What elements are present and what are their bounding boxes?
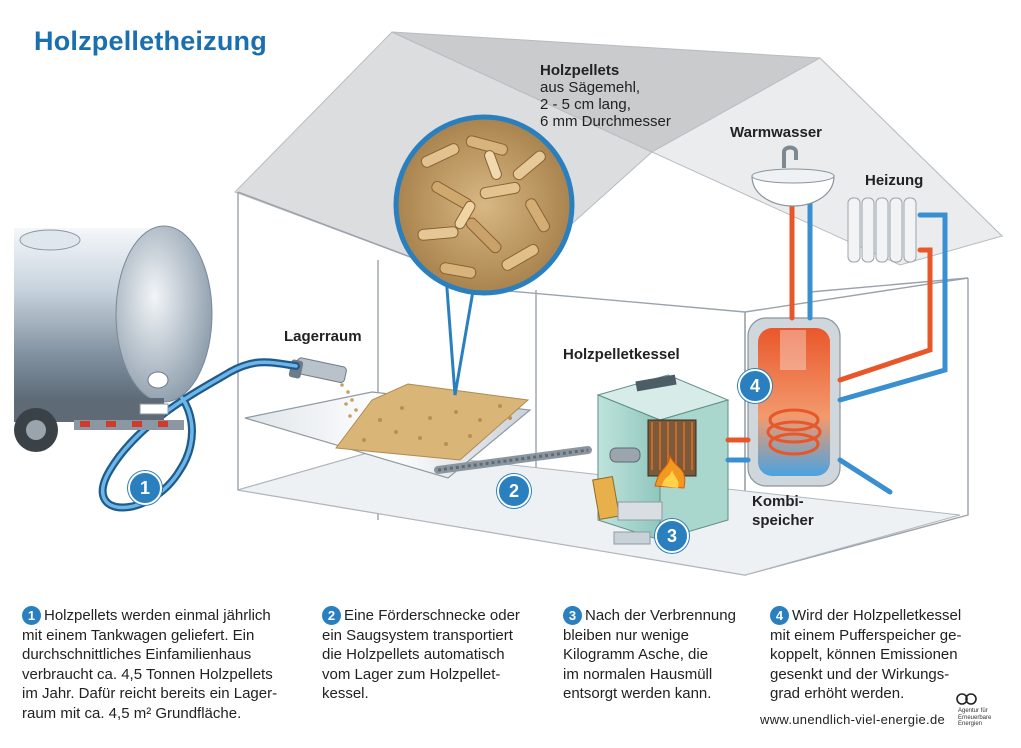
caption-line: im normalen Hausmüll bbox=[563, 665, 713, 683]
step-badge-1: 1 bbox=[128, 471, 162, 505]
tanker-truck bbox=[14, 225, 213, 452]
step-badge-3: 3 bbox=[655, 519, 689, 553]
conveyor-screw bbox=[434, 446, 592, 474]
label-lagerraum: Lagerraum bbox=[284, 328, 362, 345]
pellet-info-line: 2 - 5 cm lang, bbox=[540, 96, 631, 113]
pellet-info-line: aus Sägemehl, bbox=[540, 79, 641, 96]
caption-line: die Holzpellets automatisch bbox=[322, 646, 505, 663]
label-heizung: Heizung bbox=[865, 172, 924, 189]
caption-line: raum mit ca. 4,5 m² Grundfläche. bbox=[22, 704, 242, 722]
caption-line: mit einem Pufferspeicher ge- bbox=[770, 626, 962, 644]
pellet-info-line: 6 mm Durchmesser bbox=[540, 113, 671, 130]
caption-line: bleiben nur wenige bbox=[563, 626, 689, 644]
caption-number: 4 bbox=[770, 606, 789, 625]
pellet-closeup bbox=[417, 135, 550, 279]
kombi-tank bbox=[747, 317, 841, 487]
falling-pellets bbox=[340, 383, 358, 418]
caption-line: mit einem Tankwagen geliefert. Ein bbox=[22, 626, 255, 644]
label-kombispeicher: Kombi- speicher bbox=[752, 492, 814, 530]
logo-line: Erneuerbare bbox=[958, 714, 992, 721]
step-badge-4: 4 bbox=[738, 369, 772, 403]
caption-line: durchschnittliches Einfamilienhaus bbox=[22, 646, 252, 663]
page-title: Holzpelletheizung bbox=[34, 26, 267, 56]
aee-logo-icon bbox=[956, 693, 977, 705]
logo-line: Energien bbox=[958, 721, 983, 727]
caption-line: im Jahr. Dafür reicht bereits ein Lager- bbox=[22, 685, 278, 702]
caption-line: grad erhöht werden. bbox=[770, 685, 905, 702]
label-kombispeicher-line1: Kombi- bbox=[752, 493, 804, 510]
label-kessel: Holzpelletkessel bbox=[563, 346, 680, 363]
caption-line: ein Saugsystem transportiert bbox=[322, 626, 513, 644]
pellet-info: Holzpellets aus Sägemehl, 2 - 5 cm lang,… bbox=[540, 62, 671, 130]
caption-line: Wird der Holzpelletkessel bbox=[792, 607, 962, 624]
logo-line: Agentur für bbox=[958, 708, 988, 714]
caption-line: kessel. bbox=[322, 685, 369, 702]
pellet-heap-texture bbox=[362, 404, 512, 446]
caption-line: Eine Förderschnecke oder bbox=[344, 607, 520, 624]
caption-number: 3 bbox=[563, 606, 582, 625]
pellet-heap bbox=[335, 383, 530, 461]
caption-number: 2 bbox=[322, 606, 341, 625]
pellet-boiler bbox=[592, 374, 730, 545]
label-warmwasser: Warmwasser bbox=[730, 124, 822, 141]
caption-number: 1 bbox=[22, 606, 41, 625]
caption-line: verbraucht ca. 4,5 Tonnen Holzpellets bbox=[22, 665, 273, 683]
sink bbox=[751, 145, 835, 207]
pellet-info-heading: Holzpellets bbox=[540, 62, 620, 79]
fill-nozzle bbox=[288, 357, 347, 383]
radiator bbox=[847, 197, 917, 263]
label-kombispeicher-line2: speicher bbox=[752, 512, 814, 529]
source-url: www.unendlich-viel-energie.de bbox=[760, 712, 946, 727]
illustration bbox=[14, 31, 1004, 576]
step-badge-2: 2 bbox=[497, 474, 531, 508]
caption-line: Nach der Verbrennung bbox=[585, 607, 736, 624]
caption-line: vom Lager zum Holzpellet- bbox=[322, 665, 501, 683]
caption-line: entsorgt werden kann. bbox=[563, 685, 712, 702]
aee-logo-text: Agentur für Erneuerbare Energien bbox=[958, 708, 991, 728]
caption-line: gesenkt und der Wirkungs- bbox=[770, 665, 950, 683]
caption-line: Holzpellets werden einmal jährlich bbox=[44, 607, 271, 624]
caption-line: Kilogramm Asche, die bbox=[563, 646, 709, 663]
caption-line: koppelt, können Emissionen bbox=[770, 646, 958, 663]
